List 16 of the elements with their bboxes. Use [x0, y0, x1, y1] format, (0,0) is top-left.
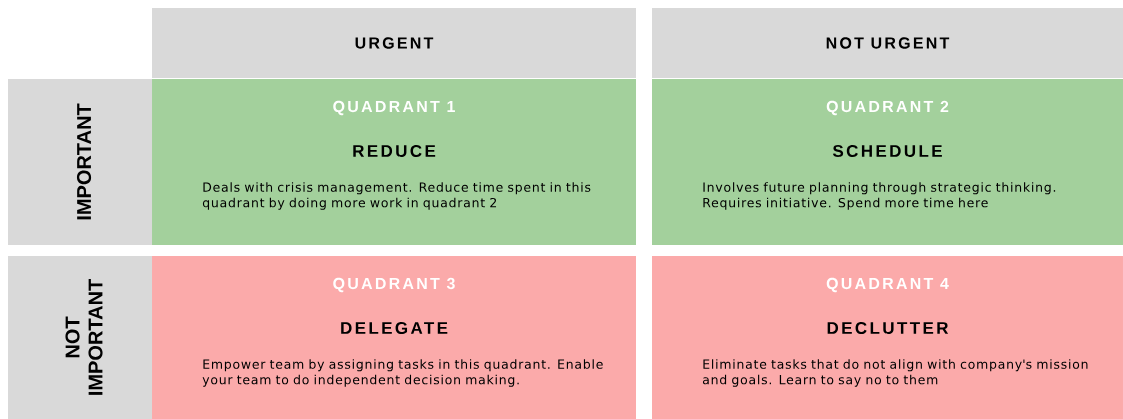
column-header: URGENT	[152, 8, 636, 78]
action-heading: REDUCE	[353, 144, 436, 157]
quadrant-title: QUADRANT 1	[333, 100, 455, 116]
column-header: NOT URGENT	[652, 8, 1123, 78]
action-heading: DECLUTTER	[827, 321, 949, 334]
row-header: NOT IMPORTANT	[8, 256, 152, 419]
description: Empower team by assigning tasks in this quadrant. Enable your team to do independent decision making.	[202, 359, 603, 387]
row-header: IMPORTANT	[8, 79, 152, 245]
action-heading: SCHEDULE	[832, 144, 942, 157]
description: Deals with crisis management. Reduce time spent in this quadrant by doing more work in quadrant 2	[202, 182, 591, 210]
action-heading: DELEGATE	[341, 321, 448, 334]
quadrant-title: QUADRANT 2	[826, 100, 949, 116]
description: Eliminate tasks that do not align with company's mission and goals. Learn to say no to them	[702, 359, 1088, 387]
description: Involves future planning through strategic thinking. Requires initiative. Spend more time here	[703, 182, 1056, 210]
quadrant-title: QUADRANT 3	[333, 277, 455, 293]
quadrant-title: QUADRANT 4	[826, 277, 949, 293]
